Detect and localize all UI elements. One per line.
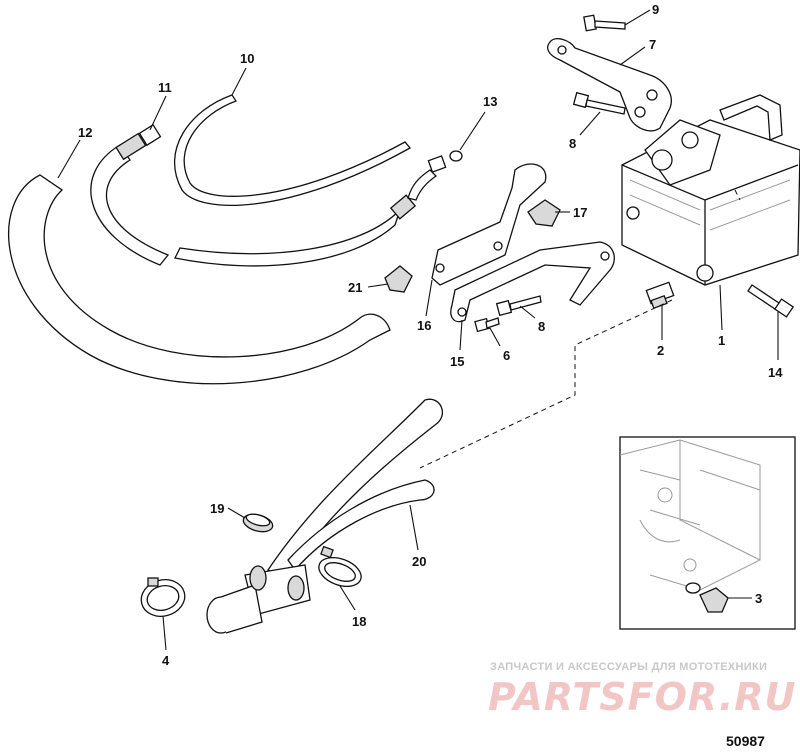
callout-10: 10 — [240, 51, 254, 66]
callout-17: 17 — [573, 205, 587, 220]
callout-16: 16 — [417, 318, 431, 333]
bracket-16 — [431, 163, 547, 286]
drawing-number: 50987 — [726, 733, 765, 749]
callout-18: 18 — [352, 614, 366, 629]
watermark-brand-logo: PARTSFOR.RU — [488, 675, 796, 719]
watermark-tagline: ЗАПЧАСТИ И АКСЕССУАРЫ ДЛЯ МОТОТЕХНИКИ — [490, 661, 767, 673]
o-ring-13 — [449, 150, 463, 162]
callout-13: 13 — [483, 94, 497, 109]
bolt-8-upper — [572, 91, 626, 115]
callout-21: 21 — [348, 280, 362, 295]
hose-11 — [90, 123, 447, 267]
callout-20: 20 — [412, 554, 426, 569]
hose-10 — [173, 94, 412, 206]
clip-21 — [384, 265, 413, 293]
callout-1: 1 — [718, 333, 725, 348]
inset-detail — [619, 436, 796, 630]
callout-3: 3 — [755, 591, 762, 606]
bracket-7 — [547, 38, 672, 132]
callout-2: 2 — [657, 343, 664, 358]
fuel-module-1 — [621, 94, 800, 286]
callout-6: 6 — [503, 348, 510, 363]
clamp-18 — [318, 545, 362, 587]
callout-7: 7 — [649, 37, 656, 52]
callout-19: 19 — [210, 501, 224, 516]
leader-lines — [57, 9, 779, 651]
clip-17 — [527, 199, 561, 227]
callout-14: 14 — [768, 365, 783, 380]
hose-12 — [8, 174, 391, 385]
callout-9: 9 — [652, 2, 659, 17]
screw-6 — [474, 317, 500, 333]
callout-4: 4 — [162, 653, 170, 668]
callout-15: 15 — [450, 354, 464, 369]
bolt-8-lower — [495, 295, 542, 317]
clamp-19 — [242, 513, 274, 533]
callout-8-upper: 8 — [569, 136, 576, 151]
callout-11: 11 — [158, 80, 172, 95]
callout-8-lower: 8 — [538, 319, 545, 334]
callout-numbers: 1 2 3 4 6 7 8 8 9 10 11 12 13 14 15 16 1… — [78, 2, 783, 668]
fitting-2 — [645, 281, 675, 309]
bracket-15 — [450, 241, 615, 323]
hose-20 — [206, 398, 444, 634]
bolt-14 — [747, 284, 795, 318]
callout-12: 12 — [78, 125, 92, 140]
bolt-9 — [583, 14, 626, 32]
clamp-4 — [140, 577, 186, 617]
